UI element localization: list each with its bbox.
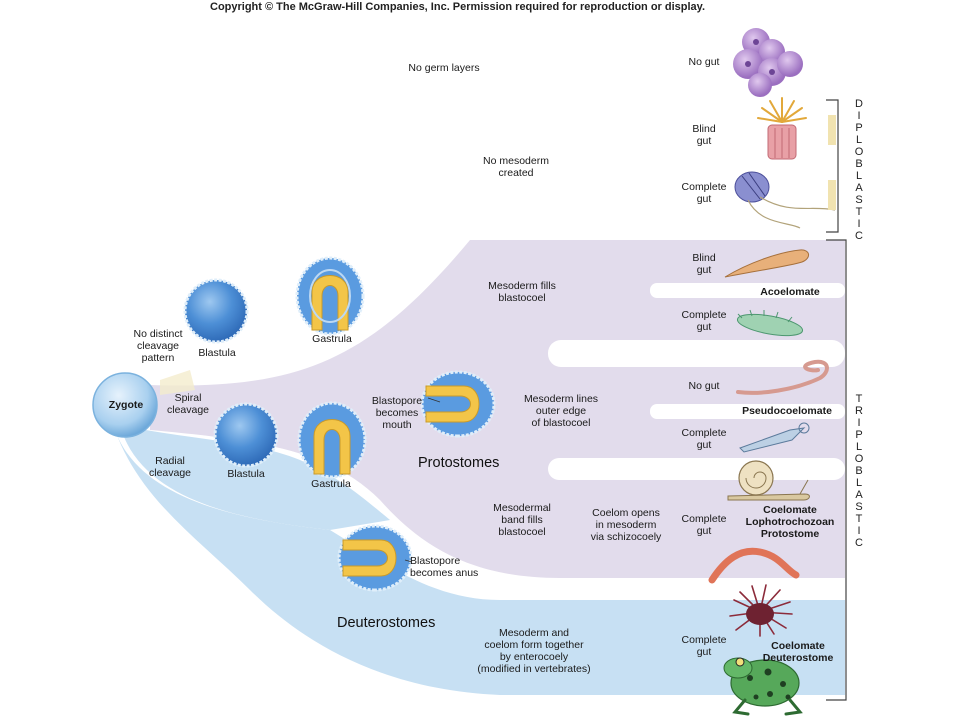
mesodermal-band-label: Mesodermal band fills blastocoel bbox=[493, 502, 551, 538]
pointer-anus bbox=[404, 559, 413, 563]
blastula-top-label: Blastula bbox=[198, 347, 236, 359]
flatworm-illustration bbox=[724, 249, 809, 278]
pseudocoelomate-label: Pseudocoelomate bbox=[742, 405, 832, 417]
blastula-top-cell bbox=[183, 278, 249, 344]
deuterostome-band bbox=[115, 430, 845, 695]
complete-gut-label-lophotrochozoa: Complete gut bbox=[681, 513, 727, 537]
triploblastic-side-label: T R I P L O B L A S T I C bbox=[854, 393, 864, 549]
lophotrochozoan-protostome-label: Coelomate Lophotrochozoan Protostome bbox=[745, 504, 835, 540]
no-gut-label-nematode: No gut bbox=[688, 380, 720, 392]
diploblastic-marker-2 bbox=[828, 180, 836, 210]
complete-gut-label-rotifer: Complete gut bbox=[681, 427, 727, 451]
anemone-illustration bbox=[757, 97, 807, 160]
coelom-opens-label: Coelom opens in mesoderm via schizocoely bbox=[590, 507, 662, 543]
complete-gut-label-ctenophora: Complete gut bbox=[681, 181, 727, 205]
blastopore-anus-label: Blastopore becomes anus bbox=[410, 555, 479, 579]
green-worm-illustration bbox=[736, 309, 804, 337]
zygote-label: Zygote bbox=[108, 399, 144, 411]
coelomate-deuterostome-label: Coelomate Deuterostome bbox=[762, 640, 834, 664]
protostome-embryo bbox=[420, 370, 496, 438]
band-notch-2 bbox=[548, 340, 845, 367]
blind-gut-label-flatworm: Blind gut bbox=[692, 252, 716, 276]
earthworm-illustration bbox=[708, 547, 800, 584]
no-mesoderm-label: No mesoderm created bbox=[483, 155, 549, 179]
band-notch-4 bbox=[548, 458, 845, 480]
protostome-band bbox=[150, 240, 845, 578]
acoelomate-label: Acoelomate bbox=[760, 286, 820, 298]
no-germ-layers-label: No germ layers bbox=[408, 62, 480, 74]
zygote-cell bbox=[92, 372, 158, 438]
band-notch-3 bbox=[650, 404, 845, 419]
gastrula-top-label: Gastrula bbox=[312, 333, 352, 345]
diploblastic-bracket bbox=[826, 99, 839, 233]
mesoderm-coelom-label: Mesoderm and coelom form together by ent… bbox=[477, 627, 591, 675]
gastrula-top-shape bbox=[295, 256, 365, 336]
band-notch-1 bbox=[650, 283, 845, 298]
mesoderm-lines-label: Mesoderm lines outer edge of blastocoel bbox=[523, 393, 599, 429]
spiral-cleavage-label: Spiral cleavage bbox=[166, 392, 210, 416]
no-gut-label-sponge: No gut bbox=[688, 56, 720, 68]
sea-urchin-illustration bbox=[729, 584, 793, 637]
deuterostome-embryo bbox=[337, 524, 413, 592]
snail-illustration bbox=[727, 460, 810, 501]
cleavage-fan bbox=[160, 370, 195, 395]
deuterostomes-heading: Deuterostomes bbox=[337, 615, 436, 631]
complete-gut-label-acoelomate: Complete gut bbox=[681, 309, 727, 333]
nematode-illustration bbox=[736, 359, 829, 395]
blastula-bottom-label: Blastula bbox=[227, 468, 265, 480]
gastrula-bottom-shape bbox=[297, 401, 367, 479]
triploblastic-bracket bbox=[826, 239, 847, 701]
complete-gut-label-deuterostome: Complete gut bbox=[681, 634, 727, 658]
diploblastic-marker-1 bbox=[828, 115, 836, 145]
rotifer-illustration bbox=[739, 422, 810, 453]
blastula-bottom-cell bbox=[213, 402, 279, 468]
mesoderm-fills-label: Mesoderm fills blastocoel bbox=[488, 280, 556, 304]
blind-gut-label-cnidaria: Blind gut bbox=[692, 123, 716, 147]
pointer-mouth bbox=[427, 397, 441, 403]
protostomes-heading: Protostomes bbox=[418, 455, 500, 471]
radial-cleavage-band bbox=[120, 425, 390, 530]
gastrula-bottom-label: Gastrula bbox=[311, 478, 351, 490]
no-distinct-cleavage-label: No distinct cleavage pattern bbox=[133, 328, 183, 364]
blastopore-mouth-label: Blastopore becomes mouth bbox=[371, 395, 423, 431]
diploblastic-side-label: D I P L O B L A S T I C bbox=[854, 98, 864, 242]
frog-illustration bbox=[723, 657, 803, 716]
comb-jelly-illustration bbox=[734, 171, 836, 229]
radial-cleavage-label: Radial cleavage bbox=[148, 455, 192, 479]
sponge-illustration bbox=[733, 28, 803, 97]
copyright-notice: Copyright © The McGraw-Hill Companies, I… bbox=[210, 1, 706, 13]
